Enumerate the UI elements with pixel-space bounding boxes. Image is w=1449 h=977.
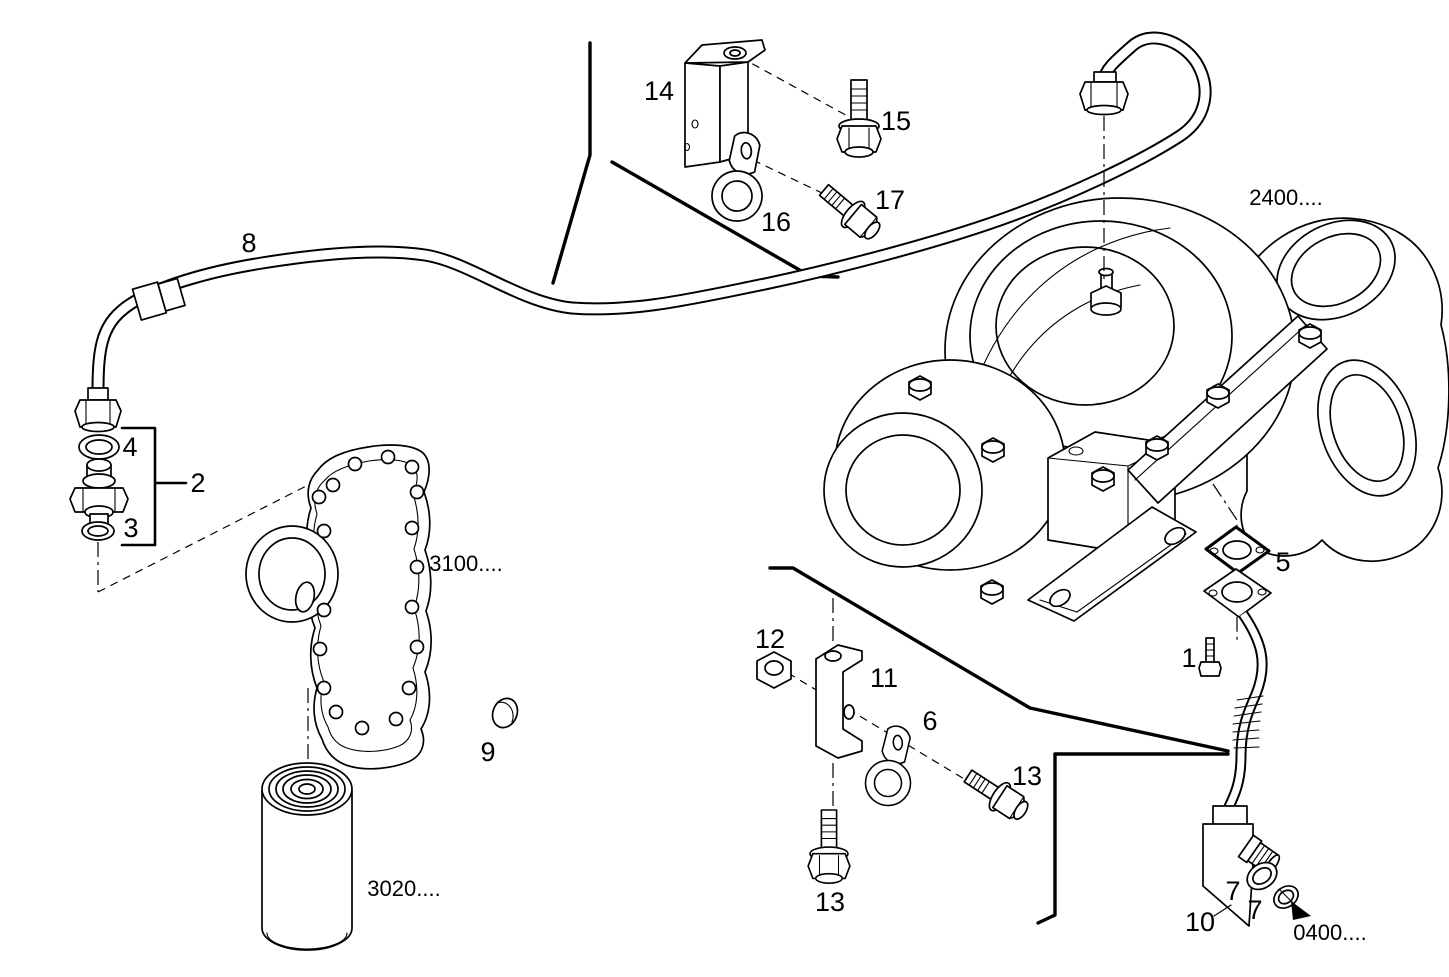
continuation-arrow [1291, 901, 1311, 920]
callouts: 14 15 16 17 8 2400.... 4 2 3 3100.... 9 … [122, 76, 1366, 945]
drain-pipe-bore [1220, 612, 1266, 828]
gasket-5 [1204, 525, 1271, 575]
callout-15[interactable]: 15 [881, 106, 911, 136]
filter-bottom-seam [266, 932, 348, 950]
turbine-outlet-bore [1329, 373, 1405, 483]
pipe-union-nut-right [1079, 71, 1129, 116]
o-ring-4-inner [85, 439, 113, 455]
turbo-bolt [981, 437, 1005, 463]
oil-inlet-stud-top [1098, 267, 1114, 277]
o-ring-4 [78, 434, 120, 460]
stud-1 [1198, 637, 1222, 677]
turbo-bolt [1091, 466, 1115, 492]
callout-13-down[interactable]: 13 [815, 887, 845, 917]
group-bracket-2 [120, 426, 188, 547]
filter-body [261, 790, 353, 951]
oil-drain-group [1198, 483, 1311, 927]
callout-13-side[interactable]: 13 [1012, 761, 1042, 791]
oil-feed-pipe [74, 31, 1212, 433]
seal-ring-7a-inner [1252, 867, 1272, 885]
ref-3020[interactable]: 3020.... [367, 876, 440, 901]
bracket-14 [683, 39, 766, 168]
seal-9 [491, 697, 519, 729]
callout-4[interactable]: 4 [122, 432, 137, 462]
filter-thread-bore [298, 783, 316, 795]
turbo-bolt [1206, 383, 1230, 409]
cooler-bolt-holes [311, 449, 425, 736]
pedestal-hole [1068, 446, 1084, 456]
turbo-bolt [1298, 323, 1322, 349]
support-bar [1127, 315, 1328, 504]
drain-pipe-bellows [1232, 695, 1264, 749]
bolt-13-down [807, 809, 851, 884]
callout-7a[interactable]: 7 [1225, 876, 1240, 906]
gasket-5-bore [1222, 540, 1252, 560]
leader-16-to-17 [752, 159, 825, 195]
callout-1[interactable]: 1 [1181, 643, 1196, 673]
base-flange-hole [1049, 588, 1071, 608]
gasket-5-hole [1209, 547, 1219, 555]
pipe-bracket-group [683, 39, 888, 247]
turbocharger-assembly [823, 197, 1449, 622]
pipe-union-nut-left [74, 387, 122, 433]
drain-flange-hole [1257, 588, 1267, 596]
drain-pipe-flange [1203, 568, 1272, 618]
drain-flange-bore [1221, 581, 1253, 603]
callout-9[interactable]: 9 [480, 737, 495, 767]
lower-clamp-group [756, 598, 1035, 884]
callout-12[interactable]: 12 [755, 624, 785, 654]
drain-flange-hole [1208, 589, 1218, 597]
gasket-5-hole [1255, 546, 1265, 554]
filter-head-boss-inner [258, 537, 326, 611]
base-flange-hole [1164, 526, 1186, 546]
pipe-clamp-6 [860, 724, 916, 808]
oil-inlet-union-base [1090, 302, 1122, 316]
ref-0400[interactable]: 0400.... [1293, 920, 1366, 945]
o-ring-3-inner [87, 525, 109, 537]
turbo-bolt [908, 375, 932, 401]
pipe-union-sleeve [131, 277, 186, 321]
fitting-hex [69, 487, 129, 513]
fitting-hex-facets [82, 488, 116, 512]
callout-7b[interactable]: 7 [1247, 895, 1262, 925]
callout-6[interactable]: 6 [922, 706, 937, 736]
boundary-bottom-right [1036, 752, 1230, 925]
vband-clamp-inner [1290, 232, 1382, 308]
boundary-middle-diagonal [768, 566, 1230, 753]
bracket-11 [815, 644, 863, 759]
turbo-bolt [1145, 435, 1169, 461]
oil-filter [261, 762, 353, 951]
callout-17[interactable]: 17 [875, 185, 905, 215]
turbo-bolt [980, 579, 1004, 605]
pipe-8-bore [93, 33, 1210, 393]
leader-14-to-15 [739, 56, 854, 120]
ref-2400[interactable]: 2400.... [1249, 185, 1322, 210]
ref-3100[interactable]: 3100.... [429, 551, 502, 576]
leader-10 [1213, 904, 1232, 917]
o-ring-3 [81, 521, 115, 541]
compressor-inlet-bore [845, 434, 961, 546]
callout-10[interactable]: 10 [1185, 907, 1215, 937]
compressor-scroll-inner [995, 246, 1175, 406]
callout-8[interactable]: 8 [241, 228, 256, 258]
fitting-group [69, 426, 188, 592]
nut-12 [756, 651, 792, 689]
callout-14[interactable]: 14 [644, 76, 674, 106]
callout-3[interactable]: 3 [123, 513, 138, 543]
fitting-neck-top [86, 458, 112, 472]
bolt-15 [836, 79, 882, 158]
fitting-shoulder [82, 473, 116, 489]
callout-5[interactable]: 5 [1275, 547, 1290, 577]
callout-2[interactable]: 2 [190, 468, 205, 498]
boundary-top-left [551, 41, 592, 285]
callout-11[interactable]: 11 [870, 663, 898, 693]
filter-head-port [294, 581, 316, 613]
callout-16[interactable]: 16 [761, 207, 791, 237]
section-boundary-lines [551, 41, 1230, 925]
oil-cooler-assembly [97, 444, 432, 786]
